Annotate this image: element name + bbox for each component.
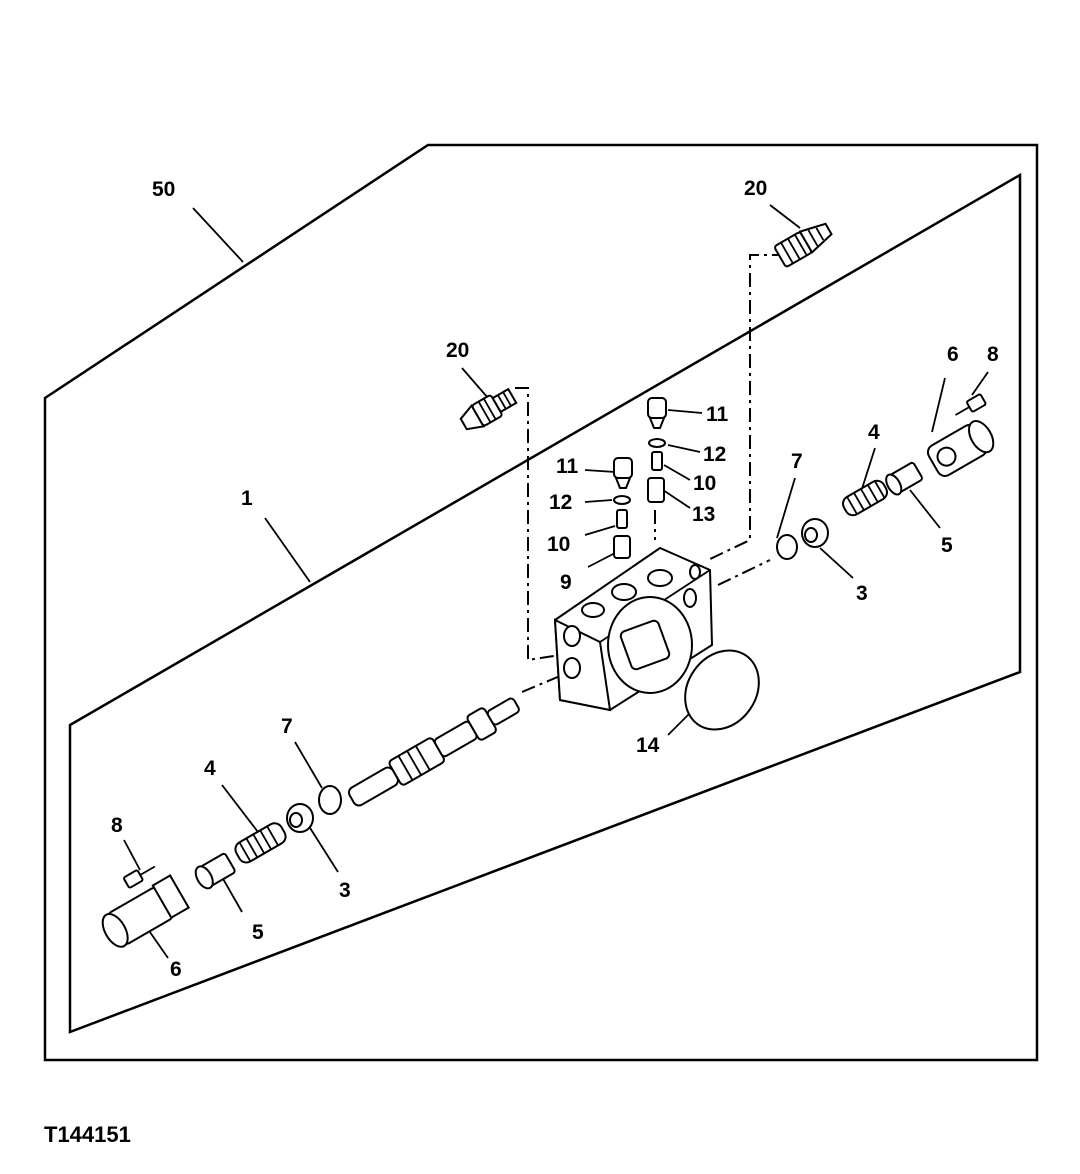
- screw-8-left: [123, 865, 156, 889]
- callout-4-lower: 4: [204, 757, 216, 780]
- callout-50: 50: [152, 178, 175, 201]
- callout-13: 13: [692, 503, 715, 526]
- callout-3-lower: 3: [339, 879, 351, 902]
- retainer-5-left: [194, 852, 236, 890]
- oring-7-left: [318, 785, 342, 815]
- callout-14: 14: [636, 734, 660, 757]
- callout-4-upper: 4: [868, 421, 880, 444]
- plug-11-lower: [613, 457, 633, 489]
- callout-12-lower: 12: [549, 491, 572, 514]
- spool: [347, 697, 520, 807]
- callout-6-lower: 6: [170, 958, 182, 981]
- callout-10-lower: 10: [547, 533, 570, 556]
- callout-10-upper: 10: [693, 472, 716, 495]
- spring-4-left: [234, 822, 287, 864]
- callout-5-upper: 5: [941, 534, 953, 557]
- callout-6-upper: 6: [947, 343, 959, 366]
- fitting-20-left: [459, 387, 518, 431]
- oring-12-lower: [613, 495, 631, 505]
- ring-3-right: [801, 518, 829, 548]
- callout-7-lower: 7: [281, 715, 293, 738]
- assembly-frame: [43, 143, 1039, 1062]
- callout-labels: 50 20 20 1 11 12 10 13 11 12 10 9 6 8 7 …: [111, 177, 999, 981]
- poppet-13: [647, 477, 665, 503]
- callout-5-lower: 5: [252, 921, 264, 944]
- centerlines: [515, 254, 786, 693]
- retainer-5-right: [885, 461, 923, 496]
- figure-id: T144151: [44, 1122, 131, 1147]
- valve-body: [553, 546, 714, 712]
- spring-10-lower: [616, 509, 628, 529]
- spring-4-right: [842, 479, 888, 517]
- ring-3-left: [286, 803, 314, 833]
- section-panel: [68, 172, 1022, 1034]
- leader-lines: [123, 204, 989, 959]
- screw-8-right: [955, 393, 987, 416]
- fitting-20-upper: [774, 222, 833, 268]
- callout-3-upper: 3: [856, 582, 868, 605]
- cover-6-right: [926, 420, 995, 477]
- spring-10-upper: [651, 451, 663, 471]
- callout-7-upper: 7: [791, 450, 803, 473]
- callout-8-lower: 8: [111, 814, 123, 837]
- callout-20-upper: 20: [744, 177, 767, 200]
- callout-12-upper: 12: [703, 443, 726, 466]
- callout-11-upper: 11: [706, 403, 729, 426]
- plug-11-upper: [647, 397, 667, 429]
- callout-11-lower: 11: [556, 455, 579, 478]
- oring-7-right: [776, 534, 798, 560]
- callout-1: 1: [241, 487, 253, 510]
- cover-6-left: [101, 874, 191, 948]
- poppet-9: [613, 535, 631, 559]
- callout-20-left: 20: [446, 339, 469, 362]
- oring-12-upper: [648, 438, 666, 448]
- callout-9: 9: [560, 571, 572, 594]
- callout-8-upper: 8: [987, 343, 999, 366]
- oring-14: [684, 649, 760, 731]
